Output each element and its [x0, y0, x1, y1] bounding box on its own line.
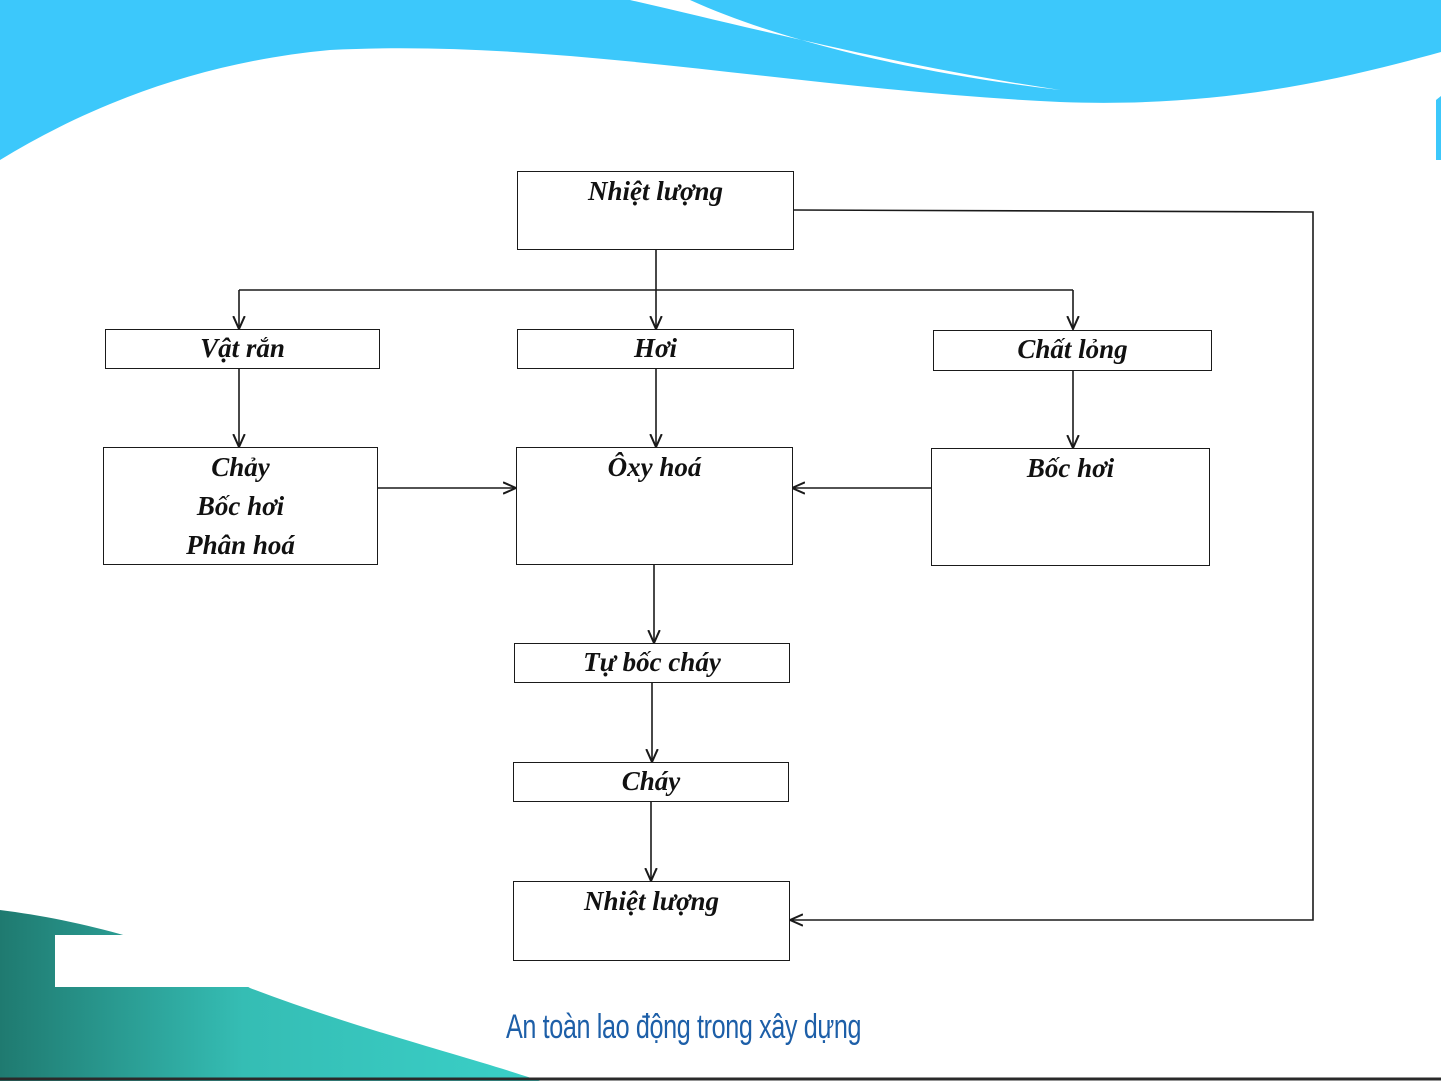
- node-oxidation: Ôxy hoá: [516, 447, 793, 565]
- node-heat-top: Nhiệt lượng: [517, 171, 794, 250]
- node-solid-process-line-2: Bốc hơi: [104, 487, 377, 526]
- node-self-ignition: Tự bốc cháy: [514, 643, 790, 683]
- node-burning-label: Cháy: [514, 763, 788, 799]
- footer-title: An toàn lao động trong xây dựng: [506, 1008, 787, 1047]
- node-vapor: Hơi: [517, 329, 794, 369]
- node-evaporation: Bốc hơi: [931, 448, 1210, 566]
- node-heat-bottom: Nhiệt lượng: [513, 881, 790, 961]
- node-heat-top-label: Nhiệt lượng: [518, 172, 793, 211]
- node-evaporation-label: Bốc hơi: [932, 449, 1209, 488]
- node-oxidation-label: Ôxy hoá: [517, 448, 792, 487]
- node-solid-process: Chảy Bốc hơi Phân hoá: [103, 447, 378, 565]
- node-vapor-label: Hơi: [518, 330, 793, 366]
- node-liquid-label: Chất lỏng: [934, 331, 1211, 368]
- node-solid-label: Vật rắn: [106, 330, 379, 366]
- node-heat-bottom-label: Nhiệt lượng: [514, 882, 789, 921]
- node-solid: Vật rắn: [105, 329, 380, 369]
- node-self-ignition-label: Tự bốc cháy: [515, 644, 789, 680]
- node-solid-process-line-1: Chảy: [104, 448, 377, 487]
- node-solid-process-line-3: Phân hoá: [104, 526, 377, 565]
- node-liquid: Chất lỏng: [933, 330, 1212, 371]
- top-wave: [0, 0, 1441, 160]
- node-burning: Cháy: [513, 762, 789, 802]
